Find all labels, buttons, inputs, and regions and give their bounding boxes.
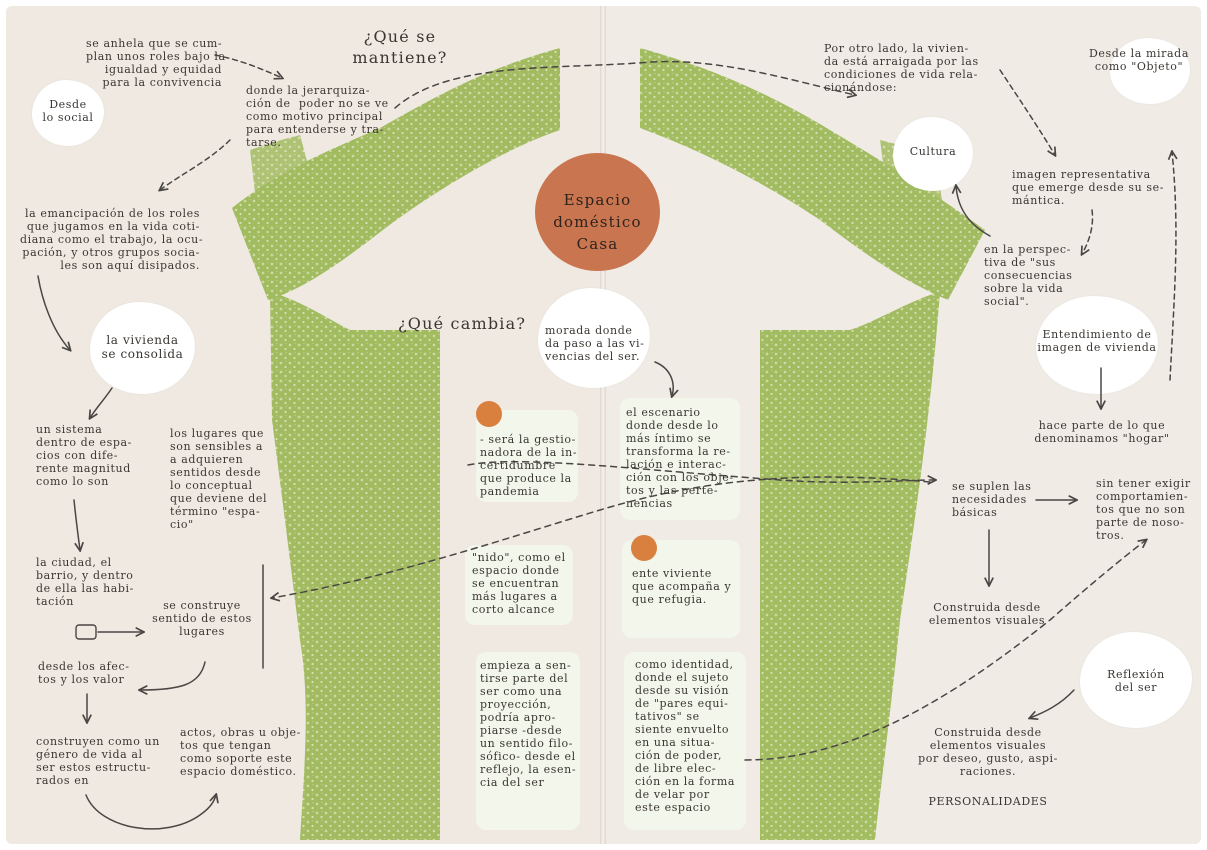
key-icon [76, 625, 96, 639]
arrow-imagen-to-perspectiva [1082, 210, 1093, 254]
text-jerarquizacion: donde la jerarquiza- ción de poder no se… [246, 84, 389, 149]
text-perspectiva: en la perspec- tiva de "sus consecuencia… [984, 243, 1073, 308]
heading-que-se-mantiene: ¿Qué se mantiene? [340, 26, 460, 68]
text-imagen-representativa: imagen representativa que emerge desde s… [1012, 168, 1164, 207]
text-escenario: el escenario donde desde lo más íntimo s… [626, 406, 734, 510]
text-sin-tener: sin tener exigir comportamien- tos que n… [1096, 477, 1191, 542]
arrow-perspectiva-to-cultura [956, 186, 990, 236]
arrow-to-sistema [90, 388, 112, 418]
text-desde-lo-social: Desde lo social [32, 98, 104, 124]
text-desde-la-mirada: Desde la mirada como "Objeto" [1076, 47, 1202, 73]
text-construida-visuales: Construida desde elementos visuales [922, 601, 1052, 627]
arrow-big-dashed-middle [272, 477, 930, 598]
arrow-morada-to-escenario [655, 362, 673, 396]
text-reflexion: Reflexión del ser [1080, 668, 1192, 694]
text-emancipacion: la emancipación de los roles que jugamos… [20, 207, 200, 272]
text-se-construye: se construye sentido de estos lugares [148, 599, 256, 638]
text-gestionadora: - será la gestio- nadora de la in- certi… [480, 433, 577, 498]
text-ciudad: la ciudad, el barrio, y dentro de ella l… [36, 556, 134, 608]
arrow-big-arc-top [395, 62, 855, 108]
arrow-up-right-edge [1170, 152, 1176, 380]
text-morada: morada donde da paso a las vi- vencias d… [545, 324, 644, 363]
text-nido: "nido", como el espacio donde se encuent… [472, 551, 566, 616]
arrow-to-ciudad [74, 500, 80, 550]
text-sistema: un sistema dentro de espa- cios con dife… [36, 423, 132, 488]
arrow-reflexion-to-construida [1030, 690, 1074, 718]
arrow-to-emancipacion [160, 140, 230, 190]
heading-que-cambia: ¿Qué cambia? [398, 313, 526, 334]
arrow-to-actos [86, 795, 216, 829]
text-hogar: hace parte de lo que denominamos "hogar" [1018, 419, 1186, 445]
arrow-to-vivienda [38, 276, 70, 350]
text-vivienda-consolida: la vivienda se consolida [90, 333, 195, 361]
text-afectos: desde los afec- tos y los valor [38, 660, 130, 686]
text-cultura: Cultura [893, 145, 973, 158]
arrow-to-afectos [140, 662, 205, 690]
text-empieza: empieza a sen- tirse parte del ser como … [480, 659, 576, 789]
text-lugares-sensibles: los lugares que son sensibles a a adquie… [170, 427, 267, 531]
text-por-otro-lado: Por otro lado, la vivien- da está arraig… [824, 42, 979, 94]
text-actos: actos, obras u obje- tos que tengan como… [180, 726, 301, 778]
text-personalidades: PERSONALIDADES [908, 795, 1068, 808]
text-construyen: construyen como un género de vida al ser… [36, 735, 160, 787]
text-se-suplen: se suplen las necesidades básicas [952, 480, 1032, 519]
arrow-por-otro-lado-to-imagen [1000, 70, 1055, 155]
text-roles: se anhela que se cum- plan unos roles ba… [86, 37, 222, 89]
text-ente-viviente: ente viviente que acompaña y que refugia… [632, 567, 731, 606]
text-identidad: como identidad, donde el sujeto desde su… [635, 658, 735, 814]
text-construida-deseo: Construida desde elementos visuales por … [908, 726, 1068, 778]
center-title: Espacio doméstico Casa [535, 189, 660, 255]
text-entendimiento: Entendimiento de imagen de vivienda [1030, 328, 1164, 354]
